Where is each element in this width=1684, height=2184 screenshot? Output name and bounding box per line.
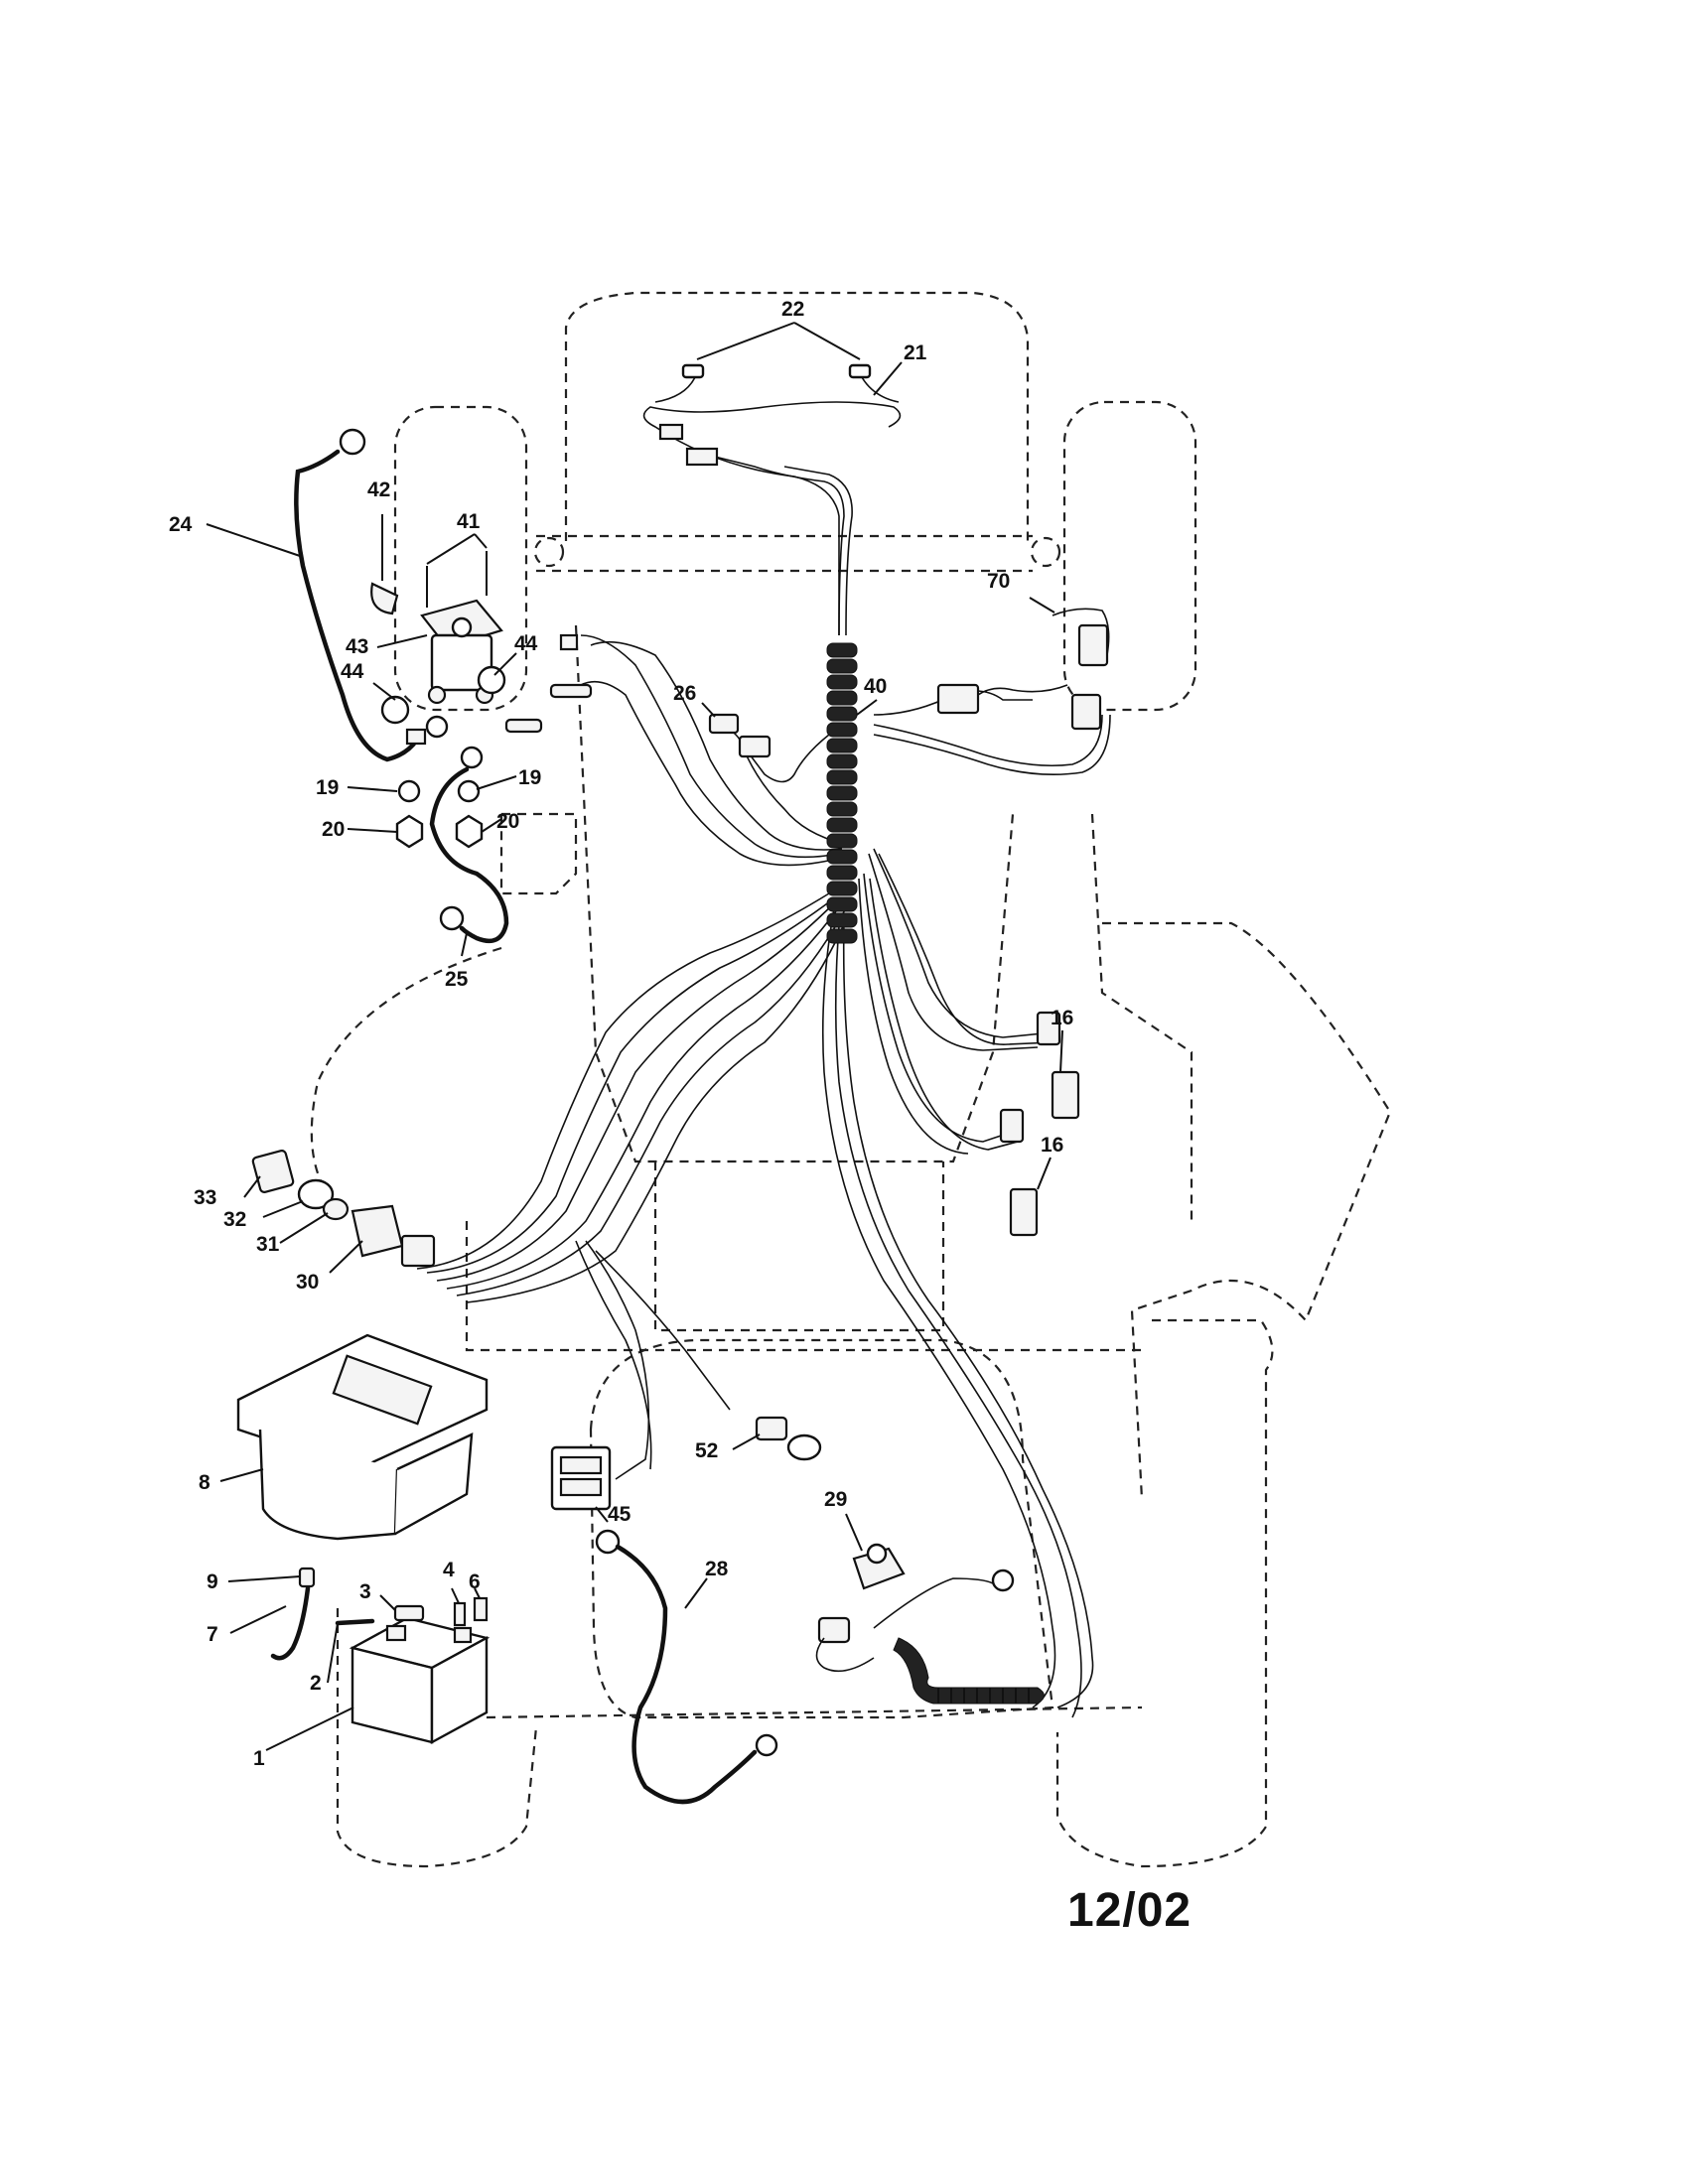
wire-loom-40 bbox=[826, 642, 858, 944]
cable-28 bbox=[595, 1529, 778, 1805]
leader-lines bbox=[206, 322, 1063, 1751]
bolt-4 bbox=[453, 1601, 467, 1627]
connector-70 bbox=[936, 608, 1110, 731]
bolt-2 bbox=[335, 1618, 375, 1626]
callout-44-right: 44 bbox=[514, 632, 538, 655]
callouts: 1 2 3 4 6 7 8 9 16 16 19 19 20 20 21 22 … bbox=[169, 298, 1073, 1770]
nut-6 bbox=[473, 1596, 489, 1622]
terminal-neg bbox=[453, 1626, 473, 1644]
callout-9: 9 bbox=[207, 1570, 218, 1593]
battery-1 bbox=[270, 1567, 491, 1745]
callout-44-left: 44 bbox=[341, 660, 364, 683]
callout-26: 26 bbox=[673, 682, 696, 705]
callout-70: 70 bbox=[987, 570, 1010, 593]
callout-4: 4 bbox=[443, 1559, 455, 1581]
callout-28: 28 bbox=[705, 1558, 729, 1580]
ignition-switch-30 bbox=[351, 1204, 404, 1258]
callout-1: 1 bbox=[253, 1747, 265, 1770]
callout-22: 22 bbox=[781, 298, 804, 321]
callout-40: 40 bbox=[864, 675, 887, 698]
boot-42 bbox=[370, 582, 399, 615]
washer-19-right bbox=[457, 779, 481, 803]
date-code: 12/02 bbox=[1067, 1884, 1192, 1937]
callout-29: 29 bbox=[824, 1488, 847, 1511]
callout-41: 41 bbox=[457, 510, 481, 533]
harness-plug-a bbox=[658, 423, 684, 441]
nut-44-left bbox=[380, 695, 410, 725]
callout-6: 6 bbox=[469, 1570, 481, 1593]
callout-3: 3 bbox=[359, 1580, 371, 1603]
callout-30: 30 bbox=[296, 1271, 319, 1294]
headlight-bulb-right bbox=[848, 363, 872, 379]
callout-7: 7 bbox=[207, 1623, 218, 1646]
coil-cord bbox=[893, 1637, 1045, 1705]
callout-16-upper: 16 bbox=[1051, 1007, 1073, 1029]
key-33 bbox=[251, 1150, 295, 1193]
tractor-outline bbox=[310, 291, 1392, 1868]
connector-26 bbox=[708, 713, 772, 758]
callout-21: 21 bbox=[904, 341, 927, 364]
callout-16-lower: 16 bbox=[1041, 1134, 1063, 1157]
elbow-9 bbox=[298, 1567, 316, 1588]
callout-33: 33 bbox=[194, 1186, 216, 1209]
nut-20-right bbox=[455, 814, 484, 849]
nut-44-right bbox=[477, 665, 506, 695]
terminal-pos bbox=[385, 1624, 407, 1642]
hour-meter-45 bbox=[550, 1445, 612, 1511]
bulb-52 bbox=[755, 1416, 822, 1461]
nut-20-left bbox=[395, 814, 424, 849]
callout-43: 43 bbox=[346, 635, 368, 658]
switch-16-upper bbox=[1036, 1011, 1080, 1120]
seat-switch-29 bbox=[815, 1543, 1015, 1673]
switch-16-lower bbox=[999, 1108, 1039, 1237]
callout-52: 52 bbox=[695, 1439, 718, 1462]
callout-24: 24 bbox=[169, 513, 193, 536]
callout-2: 2 bbox=[310, 1672, 322, 1695]
callout-25: 25 bbox=[445, 968, 469, 991]
callout-19-right: 19 bbox=[518, 766, 541, 789]
callout-20-right: 20 bbox=[496, 810, 519, 833]
callout-19-left: 19 bbox=[316, 776, 339, 799]
harness-plug-b bbox=[685, 447, 719, 467]
battery-box-8 bbox=[236, 1333, 489, 1541]
bezel-32 bbox=[297, 1178, 335, 1210]
vent-tube-7 bbox=[270, 1585, 311, 1661]
callout-32: 32 bbox=[223, 1208, 246, 1231]
terminal-left bbox=[427, 685, 447, 705]
main-harness bbox=[416, 401, 1111, 1718]
headlight-bulb-left bbox=[681, 363, 705, 379]
callout-45: 45 bbox=[608, 1503, 632, 1526]
callout-31: 31 bbox=[256, 1233, 280, 1256]
solenoid-43 bbox=[370, 551, 506, 849]
cable-24 bbox=[294, 428, 427, 762]
nut-31 bbox=[322, 1197, 350, 1221]
strap-3 bbox=[393, 1604, 425, 1622]
washer-19-left bbox=[397, 779, 421, 803]
ignition-assembly bbox=[251, 1150, 436, 1268]
callout-20-left: 20 bbox=[322, 818, 345, 841]
callout-8: 8 bbox=[199, 1471, 210, 1494]
callout-42: 42 bbox=[367, 478, 390, 501]
headlight-harness-21 bbox=[654, 363, 900, 467]
ignition-plug bbox=[400, 1234, 436, 1268]
cable-25 bbox=[429, 633, 593, 944]
